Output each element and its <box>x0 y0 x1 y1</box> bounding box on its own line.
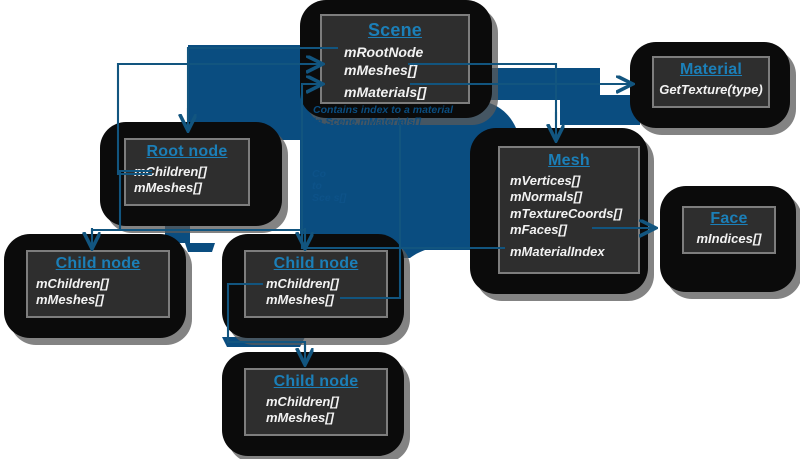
child-node-bottom-field-mchildren: mChildren[] <box>266 393 339 409</box>
child-node-middle-field-mchildren: mChildren[] <box>266 275 339 291</box>
mesh-field-mnormals: mNormals[] <box>510 189 583 205</box>
child-node-left-field-mchildren: mChildren[] <box>36 275 109 291</box>
child-node-left-inner: Child node mChildren[] mMeshes[] <box>26 250 170 318</box>
child-node-bottom-card[interactable]: Child node mChildren[] mMeshes[] <box>222 352 404 456</box>
root-node-field-mmeshes: mMeshes[] <box>134 180 202 196</box>
line-rootnode-to-scene-mmeshes <box>116 64 322 176</box>
mesh-field-mvertices: mVertices[] <box>510 172 581 188</box>
material-card-inner: Material GetTexture(type) <box>652 56 770 108</box>
scene-field-mrootnode: mRootNode <box>344 43 424 60</box>
obscured-annotation: Co to Sce s[] <box>312 168 347 205</box>
child-node-middle-field-mmeshes: mMeshes[] <box>266 292 334 308</box>
child-node-bottom-inner: Child node mChildren[] mMeshes[] <box>244 368 388 436</box>
mesh-title: Mesh <box>548 152 590 169</box>
line-rootnode-children-right <box>120 228 307 238</box>
face-card-inner: Face mIndices[] <box>682 206 776 254</box>
face-field-mindices: mIndices[] <box>696 230 762 246</box>
child-node-middle-card[interactable]: Child node mChildren[] mMeshes[] <box>222 234 404 338</box>
mesh-field-mfaces: mFaces[] <box>510 222 568 238</box>
material-index-annotation: Contains index to a material in Scene.mM… <box>313 104 454 129</box>
mesh-field-mtexturecoords: mTextureCoords[] <box>510 205 623 221</box>
line-scene-to-mesh <box>408 62 558 120</box>
line-childmid-meshes-to-mesh <box>340 120 402 300</box>
root-node-card[interactable]: Root node mChildren[] mMeshes[] <box>100 122 282 226</box>
face-card[interactable]: Face mIndices[] <box>660 186 796 292</box>
scene-title: Scene <box>367 20 423 40</box>
child-node-left-card[interactable]: Child node mChildren[] mMeshes[] <box>4 234 186 338</box>
scene-field-mmeshes: mMeshes[] <box>344 61 418 78</box>
material-title: Material <box>679 61 743 78</box>
line-rootnode-children-left <box>90 169 152 238</box>
child-node-left-field-mmeshes: mMeshes[] <box>36 292 104 308</box>
root-node-title: Root node <box>146 143 228 160</box>
root-node-field-mchildren: mChildren[] <box>134 163 207 179</box>
mesh-card-inner: Mesh mVertices[] mNormals[] mTextureCoor… <box>498 146 640 274</box>
mesh-card[interactable]: Mesh mVertices[] mNormals[] mTextureCoor… <box>470 128 648 294</box>
scene-card[interactable]: Scene mRootNode mMeshes[] mMaterials[] <box>300 0 492 118</box>
line-childmid-to-childbot <box>226 282 307 352</box>
material-field-gettexture: GetTexture(type) <box>659 81 763 97</box>
child-node-left-title: Child node <box>55 255 141 272</box>
scene-field-mmaterials: mMaterials[] <box>344 83 427 100</box>
mesh-field-mmaterialindex: mMaterialIndex <box>510 244 605 260</box>
face-title: Face <box>710 210 748 227</box>
child-node-middle-title: Child node <box>273 255 359 272</box>
material-card[interactable]: Material GetTexture(type) <box>630 42 790 128</box>
line-mesh-materialindex-to-scene <box>300 84 505 250</box>
child-node-bottom-title: Child node <box>273 373 359 390</box>
scene-card-inner: Scene mRootNode mMeshes[] mMaterials[] <box>320 14 470 104</box>
child-node-bottom-field-mmeshes: mMeshes[] <box>266 410 334 426</box>
